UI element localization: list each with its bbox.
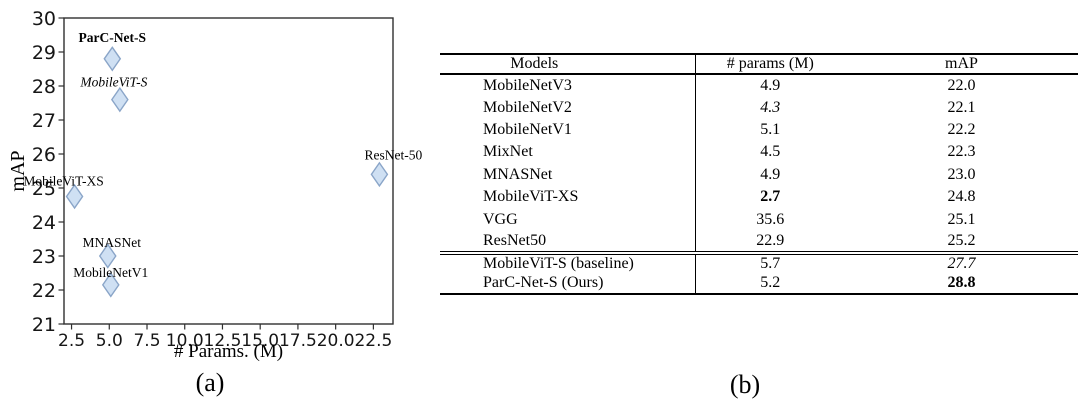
x-tick-label: 7.5 bbox=[133, 331, 160, 351]
table-row: MobileNetV2 4.3 22.1 bbox=[440, 96, 1078, 119]
x-tick-label: 20.0 bbox=[317, 331, 355, 351]
map-cell: 22.2 bbox=[947, 120, 976, 138]
params-cell: 2.7 bbox=[760, 188, 781, 206]
model-name-cell: MobileNetV1 bbox=[440, 118, 696, 142]
scatter-point-label: ParC-Net-S bbox=[79, 30, 146, 45]
model-name-cell: VGG bbox=[440, 208, 696, 231]
model-name-cell: MixNet bbox=[440, 141, 696, 164]
scatter-point-label: MNASNet bbox=[83, 235, 142, 250]
y-tick-label: 22 bbox=[32, 280, 56, 302]
results-table-panel: Models # params (M) mAP MobileNetV3 4.9 22.0… bbox=[440, 53, 1080, 295]
x-tick-label: 2.5 bbox=[58, 331, 85, 351]
scatter-point-label: MobileNetV1 bbox=[73, 265, 148, 280]
column-header: Models bbox=[440, 54, 696, 74]
map-cell: 22.0 bbox=[947, 76, 976, 94]
scatter-point-label: ResNet-50 bbox=[365, 147, 423, 162]
params-cell: 4.5 bbox=[760, 143, 781, 161]
y-tick-label: 29 bbox=[32, 42, 56, 64]
scatter-point-label: MobileViT-XS bbox=[23, 174, 103, 189]
y-tick-label: 30 bbox=[32, 8, 56, 30]
x-tick-label: 17.5 bbox=[279, 331, 317, 351]
model-name-cell: MobileViT-XS bbox=[440, 185, 696, 209]
map-cell: 25.2 bbox=[947, 231, 976, 249]
params-cell: 5.1 bbox=[760, 120, 781, 138]
scatter-point bbox=[98, 243, 117, 269]
params-cell: 4.9 bbox=[760, 165, 781, 183]
x-tick-label: 15.0 bbox=[241, 331, 279, 351]
scatter-point bbox=[65, 183, 84, 210]
x-axis-label: # Params. (M) bbox=[174, 341, 283, 362]
plot-frame bbox=[63, 17, 394, 325]
y-tick-label: 24 bbox=[32, 212, 56, 234]
map-cell: 22.1 bbox=[947, 98, 976, 116]
model-name-cell: MNASNet bbox=[440, 163, 696, 186]
table-row: VGG 35.6 25.1 bbox=[440, 208, 1078, 231]
table-header-row: Models # params (M) mAP bbox=[440, 54, 1078, 74]
table-row: MobileNetV3 4.9 22.0 bbox=[440, 74, 1078, 97]
model-name-cell: ParC-Net-S (Ours) bbox=[440, 273, 696, 294]
table-row: MNASNet 4.9 23.0 bbox=[440, 163, 1078, 186]
x-tick-label: 22.5 bbox=[354, 331, 392, 351]
y-tick-label: 25 bbox=[32, 178, 56, 200]
results-table: Models # params (M) mAP MobileNetV3 4.9 22.0… bbox=[440, 53, 1078, 295]
model-name-cell: MobileNetV3 bbox=[440, 74, 696, 97]
y-tick-label: 21 bbox=[32, 314, 56, 336]
scatter-point bbox=[370, 161, 389, 188]
column-header: # params (M) bbox=[726, 55, 814, 72]
model-name-cell: MobileNetV2 bbox=[440, 96, 696, 119]
params-cell: 5.7 bbox=[760, 255, 781, 273]
y-axis-label: mAP bbox=[7, 150, 29, 191]
params-cell: 4.3 bbox=[760, 98, 781, 116]
scatter-point bbox=[103, 46, 122, 72]
y-tick-label: 23 bbox=[32, 246, 56, 268]
y-tick-label: 27 bbox=[32, 110, 56, 132]
x-tick-label: 10.0 bbox=[166, 331, 204, 351]
model-name-cell: ResNet50 bbox=[440, 230, 696, 254]
scatter-point bbox=[110, 86, 129, 113]
table-row: MobileNetV1 5.1 22.2 bbox=[440, 118, 1078, 142]
table-row: MobileViT-S (baseline) 5.7 27.7 bbox=[440, 253, 1078, 274]
table-row: ParC-Net-S (Ours) 5.2 28.8 bbox=[440, 273, 1078, 294]
map-cell: 28.8 bbox=[947, 274, 976, 292]
y-tick-label: 26 bbox=[32, 144, 56, 166]
table-row: ResNet50 22.9 25.2 bbox=[440, 230, 1078, 254]
params-cell: 4.9 bbox=[760, 76, 781, 94]
map-cell: 27.7 bbox=[947, 255, 976, 273]
map-cell: 25.1 bbox=[947, 210, 976, 228]
params-cell: 5.2 bbox=[760, 274, 781, 292]
table-row: MixNet 4.5 22.3 bbox=[440, 141, 1078, 164]
map-cell: 22.3 bbox=[947, 143, 976, 161]
map-cell: 24.8 bbox=[947, 188, 976, 206]
map-cell: 23.0 bbox=[947, 165, 976, 183]
subfigure-a-caption: (a) bbox=[195, 368, 225, 397]
scatter-point bbox=[101, 272, 120, 298]
scatter-point-label: MobileViT-S bbox=[79, 75, 147, 90]
table-row: MobileViT-XS 2.7 24.8 bbox=[440, 185, 1078, 209]
model-name-cell: MobileViT-S (baseline) bbox=[440, 253, 696, 274]
x-tick-label: 12.5 bbox=[204, 331, 242, 351]
x-tick-label: 5.0 bbox=[96, 331, 123, 351]
params-cell: 22.9 bbox=[756, 231, 785, 249]
column-header: mAP bbox=[945, 55, 978, 72]
y-tick-label: 28 bbox=[32, 76, 56, 98]
subfigure-b-caption: (b) bbox=[729, 370, 761, 399]
params-cell: 35.6 bbox=[756, 210, 785, 228]
